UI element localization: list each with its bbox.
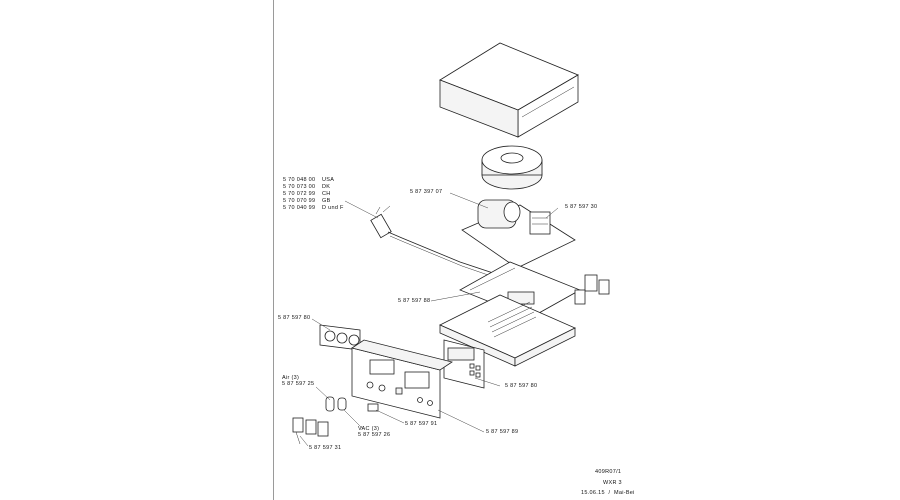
cord-variant-usa: 5 70 048 00 xyxy=(283,177,316,183)
label-relay: 5 87 597 30 xyxy=(565,204,598,210)
cord-variant-gb: 5 70 070 99 xyxy=(283,198,316,204)
date-author: 15.06.15 / Mai-Bei xyxy=(581,490,635,496)
cord-country-gb: GB xyxy=(322,198,331,204)
knob-set xyxy=(319,324,361,351)
cord-country-ch: CH xyxy=(322,191,331,197)
leader-lines xyxy=(299,192,559,447)
toroidal-transformer xyxy=(481,145,543,190)
small-part-shape xyxy=(367,403,379,412)
label-connectors: 5 87 597 31 xyxy=(309,445,342,451)
chassis-base xyxy=(439,294,576,367)
label-vac: VAC (3) xyxy=(358,426,380,432)
connector-plugs xyxy=(292,417,329,445)
cord-variant-d-und-f: 5 70 040 99 xyxy=(283,205,316,211)
label-display-module: 5 87 597 80 xyxy=(505,383,538,389)
label-transformer-holder: 5 87 397 07 xyxy=(410,189,443,195)
transformer-holder xyxy=(461,199,576,269)
label-circuit-board: 5 87 597 88 xyxy=(398,298,431,304)
doc-number: 409R07/1 xyxy=(595,469,622,475)
power-cord xyxy=(370,205,521,287)
sheet-margin-line xyxy=(273,0,274,500)
cord-country-dk: DK xyxy=(322,184,331,190)
front-panel xyxy=(351,339,453,419)
cord-variants-list: 5 70 048 00 5 70 073 00 5 70 072 99 5 70… xyxy=(283,177,315,212)
model-name: WXR 3 xyxy=(603,480,622,486)
label-air-part: 5 87 597 25 xyxy=(282,381,315,387)
cord-country-d-und-f: D und F xyxy=(322,205,344,211)
housing-cover xyxy=(439,42,579,138)
cord-country-usa: USA xyxy=(322,177,335,183)
display-module xyxy=(443,339,485,389)
side-connectors xyxy=(574,274,610,305)
air-vac-cylinders xyxy=(325,396,347,412)
label-vac-part: 5 87 597 26 xyxy=(358,432,391,438)
label-knob-set: 5 87 597 80 xyxy=(278,315,311,321)
cord-variant-dk: 5 70 073 00 xyxy=(283,184,316,190)
label-air: Air (3) xyxy=(282,375,300,381)
cord-country-list: USA DK CH GB D und F xyxy=(322,177,344,212)
cord-variant-ch: 5 70 072 99 xyxy=(283,191,316,197)
label-front-panel: 5 87 597 89 xyxy=(486,429,519,435)
label-small-part: 5 87 597 91 xyxy=(405,421,438,427)
